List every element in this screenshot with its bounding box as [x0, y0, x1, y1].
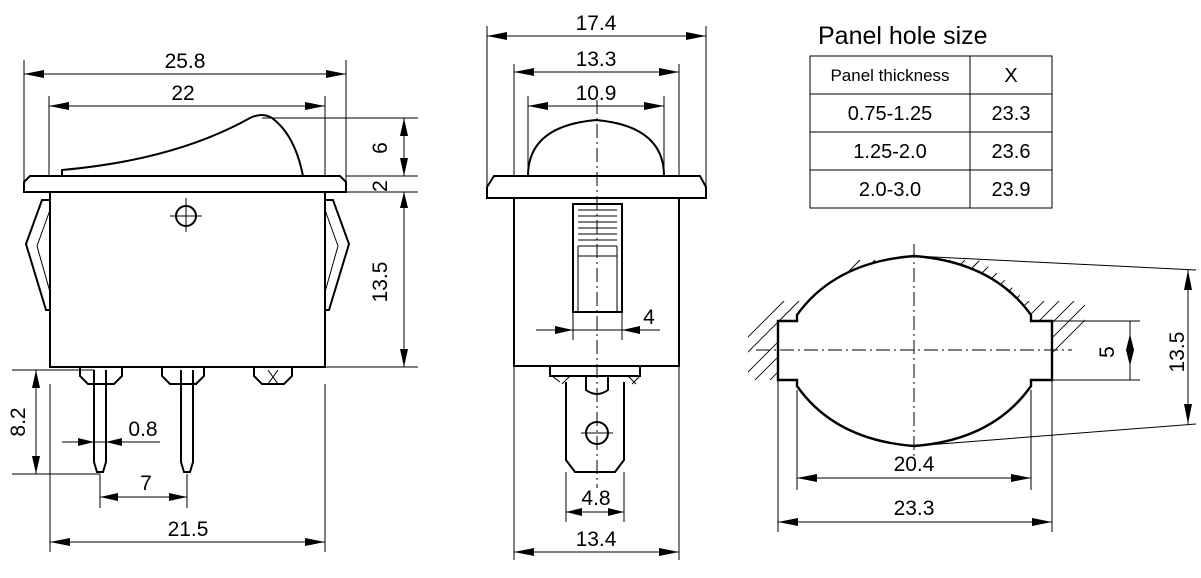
right-snap-clip	[325, 199, 351, 311]
dim-bezel-width: 13.3	[576, 48, 617, 71]
dim-actuator-height: 6	[369, 142, 392, 154]
dim-terminal-width: 4.8	[581, 487, 610, 510]
quick-connect-terminal	[565, 382, 625, 473]
dim-terminal-thickness: 0.8	[128, 418, 157, 441]
rocker-actuator	[61, 114, 304, 177]
table-row-3-x: 23.9	[992, 179, 1031, 201]
panel-hole-cutout: 13.5 5 20.4 23.3	[748, 244, 1197, 532]
table-row-3-thickness: 2.0-3.0	[859, 179, 921, 201]
dim-body-width: 21.5	[168, 518, 209, 541]
panel-hole-table: Panel hole size Panel thickness X 0.75-1…	[809, 22, 1053, 209]
dim-inner-width: 20.4	[894, 453, 935, 476]
dim-flange-thickness: 2	[369, 180, 392, 192]
table-row-1-thickness: 0.75-1.25	[848, 103, 933, 125]
table-row-1-x: 23.3	[992, 103, 1031, 125]
cutout-outline	[776, 254, 1054, 448]
dim-terminal-gap: 4	[643, 306, 655, 329]
front-view: 17.4 13.3 10.9 4 4.8 13.4	[486, 12, 707, 560]
dim-front-body-width: 13.4	[576, 528, 617, 551]
dim-terminal-length: 8.2	[7, 407, 30, 436]
panel-hole-title: Panel hole size	[818, 22, 988, 50]
left-snap-clip	[24, 199, 50, 311]
table-row-2-x: 23.6	[992, 141, 1031, 163]
dim-overall-width: 25.8	[165, 50, 206, 73]
dim-hole-height: 13.5	[1166, 332, 1189, 373]
table-header-thickness: Panel thickness	[830, 66, 949, 85]
dim-actuator-width: 22	[171, 82, 194, 105]
dim-rocker-width: 10.9	[576, 82, 617, 105]
flange	[23, 175, 347, 193]
switch-body	[49, 191, 326, 368]
dim-flange-width: 17.4	[576, 12, 617, 35]
terminal-pin-2	[180, 370, 194, 473]
terminal-pin-1	[93, 370, 107, 473]
dim-terminal-pitch: 7	[140, 472, 152, 495]
table-row-2-thickness: 1.25-2.0	[853, 141, 926, 163]
table-header-x: X	[1004, 65, 1017, 87]
dim-tab-height: 5	[1096, 346, 1119, 358]
dim-outer-width: 23.3	[894, 497, 935, 520]
rocker-dome	[527, 118, 665, 177]
side-view: 25.8 22 6 2 13.5 8.2 0.8 7 21.5	[7, 50, 418, 552]
dim-body-height: 13.5	[369, 262, 392, 303]
